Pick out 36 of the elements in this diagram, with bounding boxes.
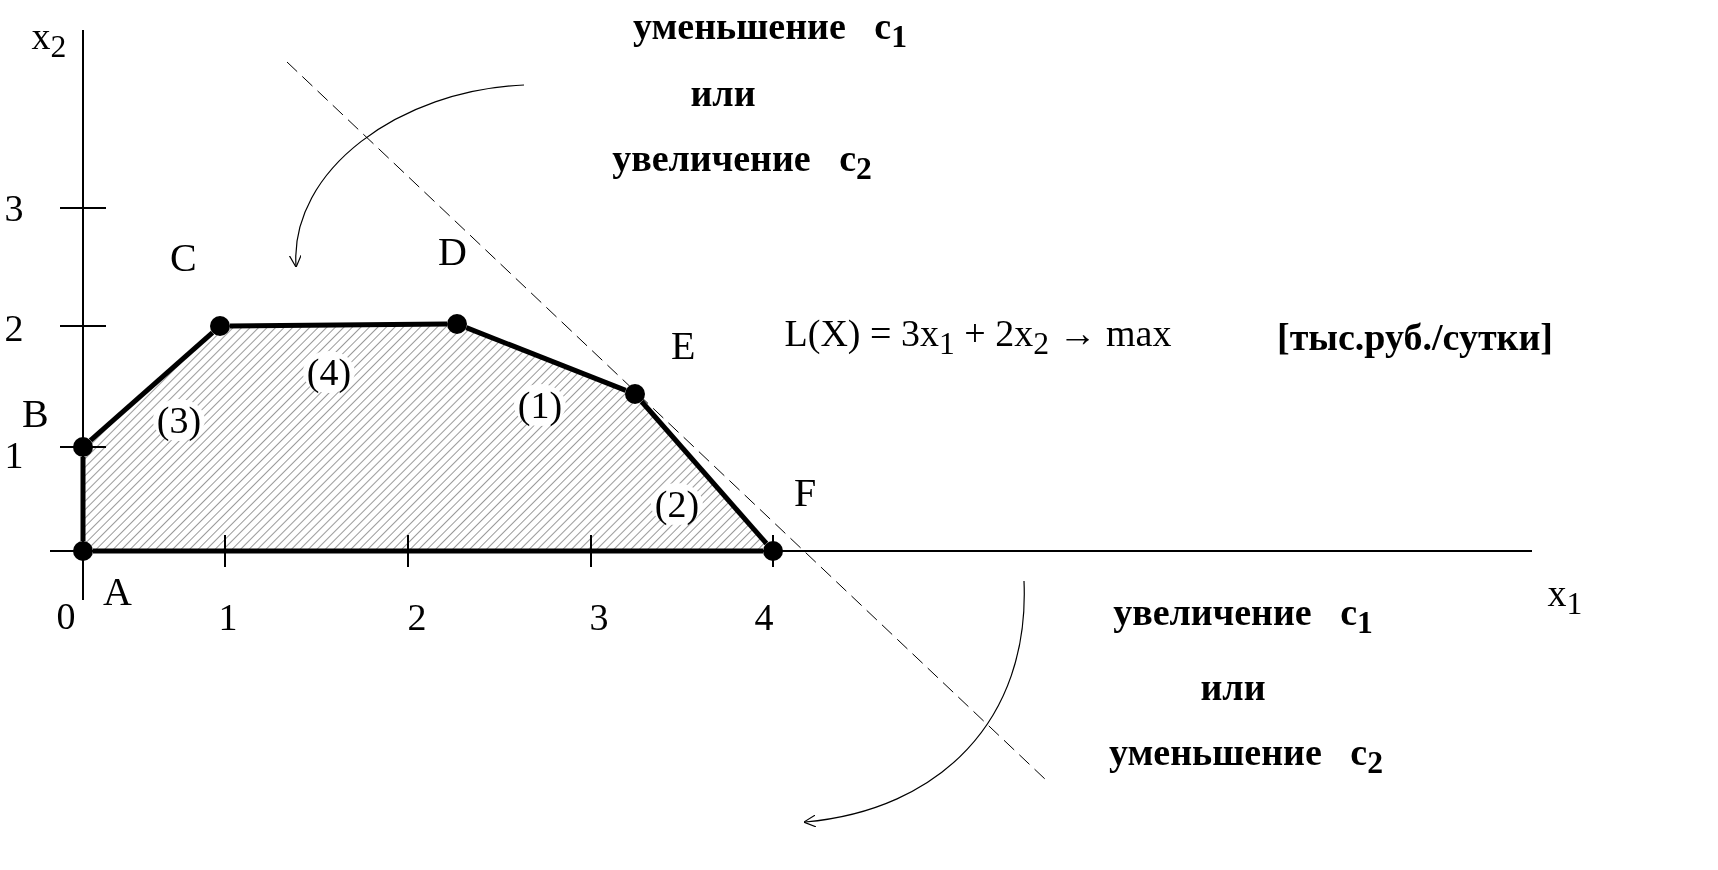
polygon-edge [93, 548, 763, 554]
vertex-point [447, 314, 467, 334]
polygon-edge [80, 457, 86, 541]
tick-label: 2 [4, 309, 24, 347]
vertex-label: D [438, 232, 467, 272]
annotation-text: уменьшение c$_{2}$ [1109, 732, 1383, 780]
axis-label: x$_{1}$ [1547, 573, 1583, 621]
polygon-edge [465, 325, 627, 393]
objective-function: L(X) = 3x$_{1}$ + 2x$_{2}$ → max [784, 313, 1172, 361]
tick-label: 4 [754, 598, 774, 636]
vertex-point [625, 384, 645, 404]
vertex-point [73, 437, 93, 457]
tick-label: 1 [218, 598, 238, 636]
tick-label: 2 [407, 598, 427, 636]
vertex-label: C [170, 238, 197, 278]
annotation-text: увеличение c$_{2}$ [612, 138, 872, 186]
vertex-label: A [103, 572, 132, 612]
vertex-label: F [794, 473, 817, 513]
vertex-point [73, 541, 93, 561]
tick-label: 1 [4, 436, 24, 474]
vertex-label: B [22, 394, 49, 434]
tick-label: 3 [589, 598, 609, 636]
polygon-edge [229, 321, 448, 329]
annotation-text: уменьшение c$_{1}$ [633, 6, 907, 54]
tick-label: 3 [4, 189, 24, 227]
annotation-text: или [1200, 668, 1266, 706]
polygon-edge [88, 330, 215, 443]
vertex-point [763, 541, 783, 561]
vertex-point [210, 316, 230, 336]
vertex-label: E [671, 326, 696, 366]
polygon-edge [639, 399, 769, 546]
annotation-text: или [690, 74, 756, 112]
annotation-text: увеличение c$_{1}$ [1113, 592, 1373, 640]
axis-label: x$_{2}$ [31, 16, 67, 64]
units-label: [тыс.руб./сутки] [1277, 318, 1553, 356]
tick-label: 0 [56, 597, 76, 635]
